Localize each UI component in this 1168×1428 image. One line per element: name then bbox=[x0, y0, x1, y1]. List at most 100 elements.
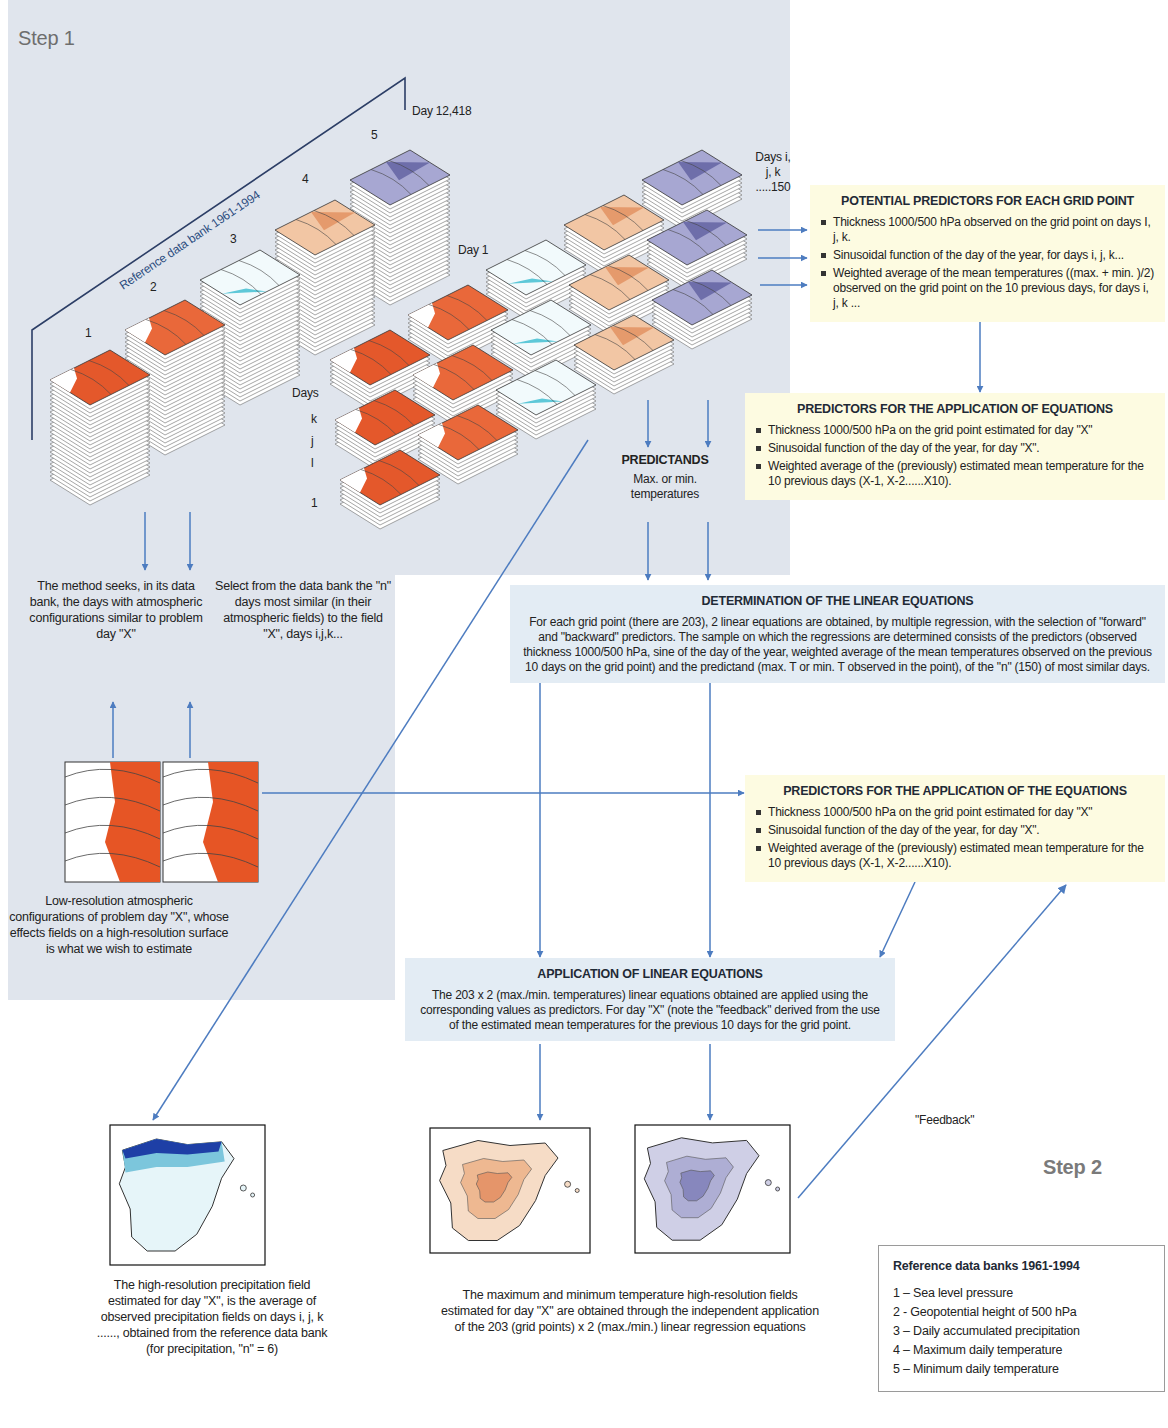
map-patch bbox=[476, 1172, 512, 1202]
bullet-item: Sinusoidal function of the day of the ye… bbox=[755, 823, 1155, 838]
process-box: DETERMINATION OF THE LINEAR EQUATIONSFor… bbox=[510, 585, 1165, 683]
contour-line bbox=[221, 270, 261, 295]
contour-line bbox=[389, 161, 429, 186]
map-sheet-top bbox=[200, 250, 300, 305]
contour-line bbox=[434, 365, 474, 390]
bullet-text: Weighted average of the (previously) est… bbox=[768, 841, 1144, 870]
arrow bbox=[112, 702, 114, 758]
contour-line bbox=[146, 320, 186, 345]
bullet-text: Thickness 1000/500 hPa on the grid point… bbox=[768, 805, 1092, 819]
map-sheet-top bbox=[125, 300, 225, 355]
contour-line bbox=[239, 261, 279, 286]
map-sheet-top bbox=[350, 150, 450, 205]
bullet-text: Thickness 1000/500 hPa observed on the g… bbox=[833, 215, 1151, 244]
map-patch bbox=[610, 327, 654, 345]
island bbox=[251, 1193, 255, 1197]
map-patch bbox=[335, 408, 362, 433]
arrow bbox=[189, 512, 191, 570]
bullet-item: Weighted average of the (previously) est… bbox=[755, 459, 1155, 489]
contour-line bbox=[595, 335, 635, 360]
contour-line bbox=[447, 296, 487, 321]
bullet-mark bbox=[821, 220, 826, 225]
contour-line bbox=[517, 380, 557, 405]
step-label: Step 1 bbox=[18, 26, 75, 50]
bullet-text: Weighted average of the (previously) est… bbox=[768, 459, 1144, 488]
connector-arrow bbox=[880, 882, 915, 957]
contour-line bbox=[361, 470, 401, 495]
contour-line bbox=[608, 266, 648, 291]
map-sheet-top bbox=[642, 150, 742, 205]
note-text: Select from the data bank the "n" days m… bbox=[213, 578, 393, 642]
bullet-item: Sinusoidal function of the day of the ye… bbox=[820, 248, 1155, 263]
predictand-text: Max. or min. temperatures bbox=[608, 472, 722, 502]
map-patch bbox=[340, 468, 367, 493]
bullet-mark bbox=[756, 846, 761, 851]
lowres-map bbox=[65, 762, 160, 882]
island bbox=[565, 1181, 571, 1187]
map-sheet-top bbox=[418, 405, 518, 460]
map-frame bbox=[110, 1125, 265, 1265]
bullet-item: Thickness 1000/500 hPa on the grid point… bbox=[755, 423, 1155, 438]
box-heading: DETERMINATION OF THE LINEAR EQUATIONS bbox=[520, 593, 1155, 609]
bullet-mark bbox=[821, 271, 826, 276]
caption-text: The high-resolution precipitation field … bbox=[88, 1277, 336, 1357]
contour-line bbox=[613, 326, 653, 351]
map-patch bbox=[688, 282, 732, 300]
contour-line bbox=[429, 305, 469, 330]
contour-line bbox=[452, 356, 492, 381]
map-patch bbox=[50, 368, 77, 393]
arrow bbox=[758, 257, 807, 259]
map-stacks bbox=[50, 150, 752, 529]
box-heading: PREDICTORS FOR THE APPLICATION OF THE EQ… bbox=[755, 783, 1155, 799]
map-sheet-top bbox=[340, 450, 440, 505]
day-label: Days bbox=[292, 386, 319, 401]
map-patch bbox=[513, 339, 558, 344]
map-patch bbox=[665, 1156, 734, 1218]
arrows bbox=[540, 885, 1066, 1198]
map-frame bbox=[635, 1125, 790, 1253]
arrow bbox=[760, 284, 807, 286]
arrow bbox=[647, 400, 649, 447]
day-label: 1 bbox=[311, 496, 317, 511]
contour-line bbox=[691, 281, 731, 306]
map-sheet-top bbox=[335, 390, 435, 445]
contour-line bbox=[314, 211, 354, 236]
arrow bbox=[707, 522, 709, 580]
map-sheet-top bbox=[413, 345, 513, 400]
contour-line bbox=[512, 320, 552, 345]
contour-line bbox=[71, 370, 111, 395]
island bbox=[240, 1185, 246, 1191]
day-label: Days i, j, k .....150 bbox=[752, 150, 794, 195]
feedback-arrow bbox=[798, 885, 1066, 1198]
map-patch bbox=[311, 212, 355, 230]
lowres-map bbox=[163, 762, 258, 882]
map-patch bbox=[418, 423, 445, 448]
arrow bbox=[262, 792, 744, 794]
note-text: Low-resolution atmospheric configuration… bbox=[8, 893, 230, 957]
box-heading: POTENTIAL PREDICTORS FOR EACH GRID POINT bbox=[820, 193, 1155, 209]
bullet-text: Sinusoidal function of the day of the ye… bbox=[768, 823, 1040, 837]
contour-line bbox=[374, 401, 414, 426]
callout-number: 5 bbox=[371, 128, 377, 143]
map-sheet-top bbox=[569, 255, 669, 310]
callout-number: 4 bbox=[302, 172, 308, 187]
arrow bbox=[144, 512, 146, 570]
contour-line bbox=[673, 290, 713, 315]
map-sheet-top bbox=[330, 330, 430, 385]
bullet-mark bbox=[756, 828, 761, 833]
iberia-map bbox=[119, 1139, 234, 1251]
arrow bbox=[758, 229, 807, 231]
day-label: Day 12,418 bbox=[412, 104, 471, 119]
arrow bbox=[647, 522, 649, 580]
connector-arrow bbox=[709, 683, 711, 957]
island bbox=[776, 1187, 780, 1191]
contour-line bbox=[65, 797, 160, 811]
map-sheet-top bbox=[408, 285, 508, 340]
list-item: 1 – Sea level pressure bbox=[893, 1284, 1150, 1303]
contour-line bbox=[369, 341, 409, 366]
island bbox=[765, 1180, 771, 1186]
map-patch bbox=[680, 1170, 714, 1201]
process-box: APPLICATION OF LINEAR EQUATIONSThe 203 x… bbox=[405, 958, 895, 1041]
map-patch bbox=[605, 267, 649, 285]
